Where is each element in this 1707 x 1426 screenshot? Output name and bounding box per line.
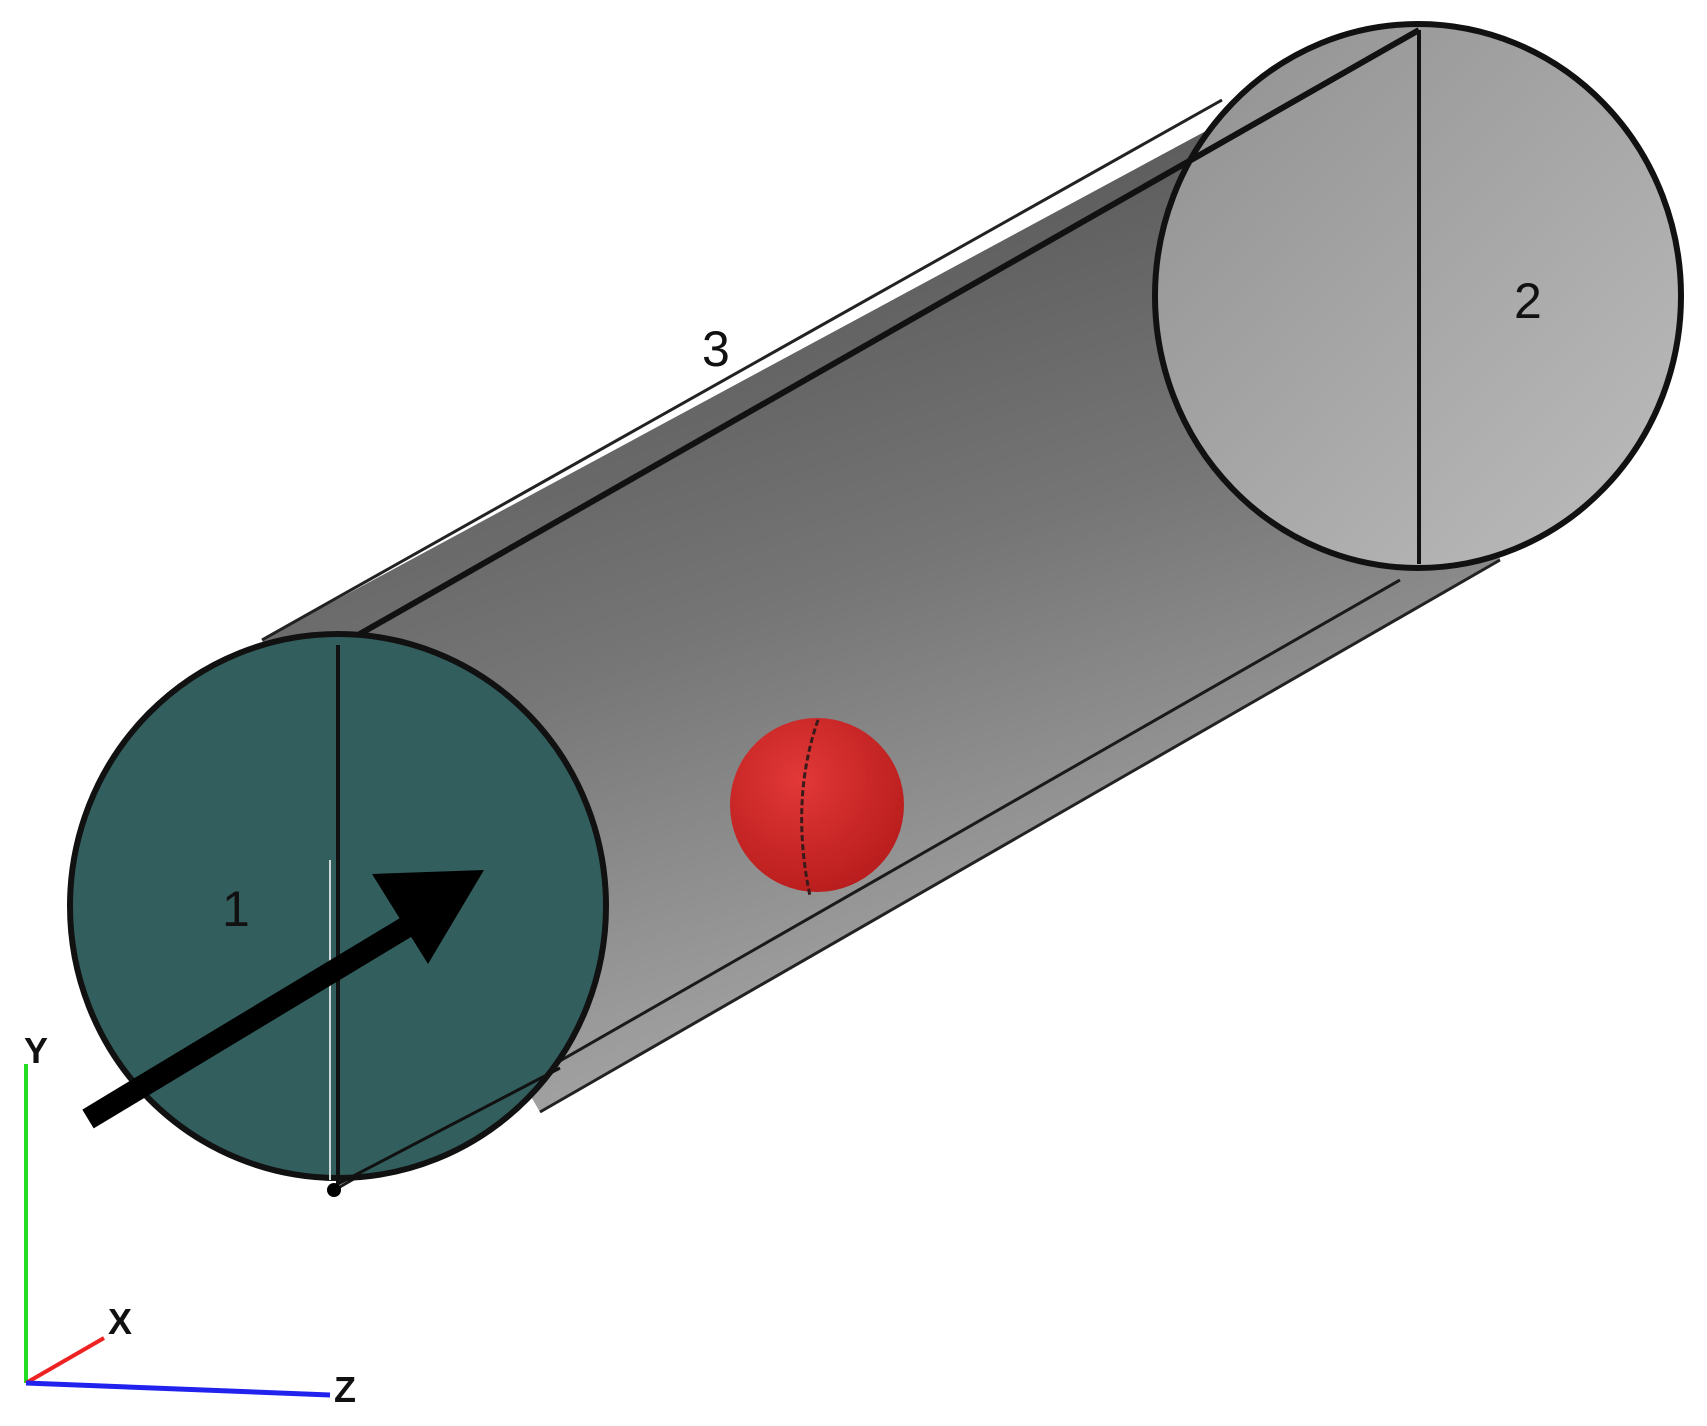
origin-point: [327, 1183, 341, 1197]
cylinder-top-edge: [261, 98, 1223, 642]
axes-triad: Y X Z: [24, 1030, 356, 1410]
cylinder-seam-edge: [342, 27, 1421, 646]
flow-direction-arrow: [82, 870, 484, 1129]
outlet-label: 2: [1514, 273, 1542, 329]
y-axis-label: Y: [24, 1030, 48, 1071]
x-axis-line: [25, 1336, 105, 1385]
z-axis-line: [25, 1380, 331, 1398]
wall-label: 3: [702, 321, 730, 377]
x-axis-label: X: [108, 1301, 132, 1342]
particle-sphere: [730, 718, 904, 892]
particle-sphere-meridian: [800, 719, 820, 897]
inlet-label: 1: [222, 881, 250, 937]
inlet-diagonal-edge: [337, 1066, 561, 1186]
z-axis-label: Z: [334, 1369, 356, 1410]
cylinder-bottom-edge: [539, 558, 1501, 1114]
